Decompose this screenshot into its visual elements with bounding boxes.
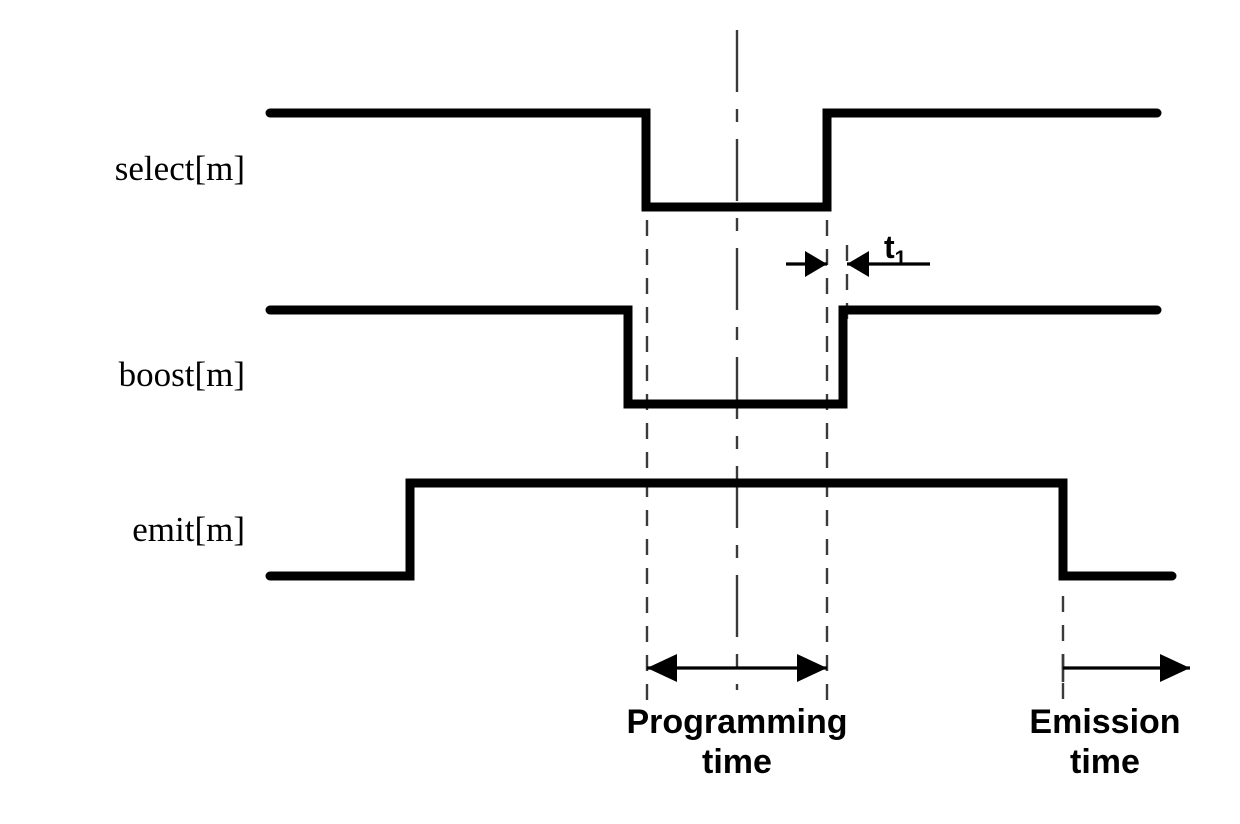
emission-time-label-line1: Emission [1029, 703, 1180, 741]
emission-time-annotation-group: Emission time [1029, 654, 1190, 781]
t1-label: t1 [884, 229, 907, 270]
t1-left-arrow-head [805, 251, 827, 277]
programming-time-label-line1: Programming [626, 703, 847, 741]
signal-label-emit: emit[m] [132, 510, 245, 549]
waveform-boost [265, 305, 1162, 409]
waveforms-group [265, 108, 1177, 581]
emission-time-label-line2: time [1070, 743, 1140, 781]
waveform-emit [265, 478, 1177, 581]
programming-time-arrow-head-right [797, 654, 827, 682]
t1-annotation-group: t1 [786, 229, 930, 277]
waveform-select [265, 108, 1162, 212]
guide-lines-group [645, 30, 1065, 700]
signal-label-boost: boost[m] [119, 355, 245, 394]
t1-right-arrow-head [847, 251, 869, 277]
programming-time-arrow-head-left [647, 654, 677, 682]
programming-time-annotation-group: Programming time [626, 654, 848, 781]
signal-label-select: select[m] [115, 149, 245, 188]
signal-labels-group: select[m] boost[m] emit[m] [115, 149, 245, 549]
emission-time-arrow-head [1160, 654, 1190, 682]
programming-time-label-line2: time [702, 743, 772, 781]
t1-label-subscript: 1 [895, 247, 907, 270]
t1-label-main: t [884, 229, 895, 265]
